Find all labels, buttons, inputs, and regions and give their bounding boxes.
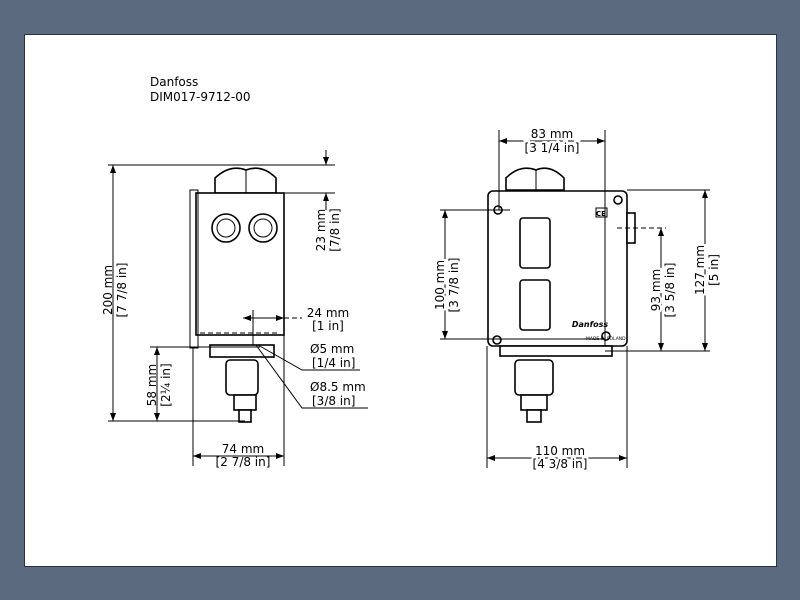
dim-23-in: [7/8 in] <box>328 208 342 251</box>
dim-83-in: [3 1/4 in] <box>525 141 580 155</box>
danfoss-logo: Danfoss <box>572 320 608 329</box>
dim-83-mm: 83 mm <box>531 127 573 141</box>
window-upper <box>519 217 551 269</box>
dim-127-in: [5 in] <box>707 254 721 286</box>
window-lower <box>519 279 551 331</box>
dim-5-mm: Ø5 mm <box>310 342 354 356</box>
cable-gland <box>248 213 278 243</box>
housing-side <box>195 192 285 336</box>
front-view: CE Danfoss MADE IN POLAND 83 mm [3 1/4 i… <box>431 125 723 473</box>
cable-gland <box>211 213 241 243</box>
dim-200-mm: 200 mm <box>101 265 115 315</box>
screw-icon <box>601 331 611 341</box>
dim-110-mm: 110 mm <box>535 444 585 458</box>
dim-100-in: [3 7/8 in] <box>447 258 461 313</box>
dim-74-in: [2 7/8 in] <box>216 455 271 469</box>
dim-93-mm: 93 mm <box>649 269 663 311</box>
dim-200-in: [7 7/8 in] <box>115 263 129 318</box>
pressure-connector <box>225 359 259 396</box>
title-block: Danfoss DIM017-9712-00 <box>150 75 251 104</box>
brand-label: Danfoss <box>150 75 198 89</box>
side-view: 200 mm [7 7/8 in] 23 mm [7/8 in] 58 mm [… <box>101 150 368 469</box>
dim-74-mm: 74 mm <box>222 442 264 456</box>
dim-23-mm: 23 mm <box>314 209 328 251</box>
dim-58-in: [2¼ in] <box>159 363 173 406</box>
dim-8-5-mm: Ø8.5 mm <box>310 380 366 394</box>
dim-58-mm: 58 mm <box>145 364 159 406</box>
dim-8-5-in: [3/8 in] <box>312 394 355 408</box>
dim-100-mm: 100 mm <box>433 260 447 310</box>
dim-93-in: [3 5/8 in] <box>663 263 677 318</box>
dim-110-in: [4 3/8 in] <box>533 457 588 471</box>
dim-24-mm: 24 mm <box>307 306 349 320</box>
origin-plate: MADE IN POLAND <box>586 336 626 342</box>
dim-127-mm: 127 mm <box>693 245 707 295</box>
screw-icon <box>492 335 502 345</box>
pressure-connector <box>514 359 554 396</box>
drawing-code: DIM017-9712-00 <box>150 90 251 104</box>
screw-icon <box>613 195 623 205</box>
cable-gland-cap <box>505 167 565 191</box>
ce-mark: CE <box>596 210 606 218</box>
dim-24-in: [1 in] <box>312 319 344 333</box>
dim-5-in: [1/4 in] <box>312 356 355 370</box>
drawing-sheet <box>24 34 777 567</box>
